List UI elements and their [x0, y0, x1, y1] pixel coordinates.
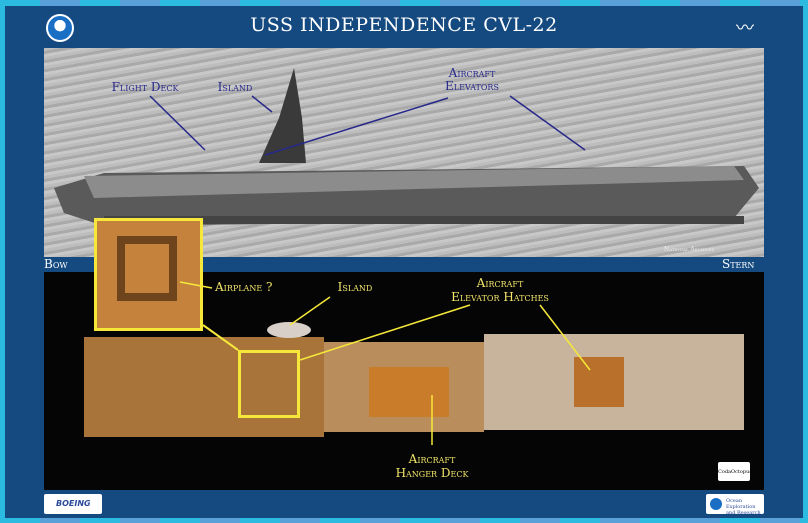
- codaoctopus-logo: CodaOctopus: [718, 462, 752, 481]
- photo-credit: National Archives: [664, 246, 715, 253]
- oer-logo: Ocean Exploration and Research: [706, 494, 764, 516]
- airplane-silhouette: [117, 236, 177, 301]
- stern-label: Stern: [722, 257, 755, 271]
- label-elevators-1: Aircraft: [448, 66, 496, 80]
- label-airplane: Airplane ?: [215, 280, 273, 294]
- oer-text: Ocean Exploration and Research: [726, 498, 761, 516]
- airplane-inset: [94, 218, 203, 331]
- airplane-highlight-box: [238, 350, 300, 418]
- label-island: Island: [217, 80, 253, 94]
- label-sonar-island: Island: [337, 280, 373, 294]
- label-hanger-2: Hanger Deck: [395, 466, 469, 480]
- label-hanger-1: Aircraft: [408, 452, 456, 466]
- label-hatches-1: Aircraft: [476, 276, 524, 290]
- bow-label: Bow: [44, 257, 68, 271]
- sonar-bow: [84, 337, 324, 437]
- label-flight-deck: Flight Deck: [111, 80, 179, 94]
- boeing-logo: BOEING: [44, 494, 102, 514]
- page-title: USS INDEPENDENCE CVL-22: [250, 14, 558, 36]
- flight-deck: [84, 166, 744, 198]
- noaa-logo: [46, 14, 74, 42]
- sanctuaries-logo: 〰: [736, 18, 754, 39]
- noaa-icon: [710, 498, 722, 510]
- ship-island: [259, 68, 306, 163]
- label-hatches-2: Elevator Hatches: [451, 290, 549, 304]
- label-elevators-2: Elevators: [445, 79, 499, 93]
